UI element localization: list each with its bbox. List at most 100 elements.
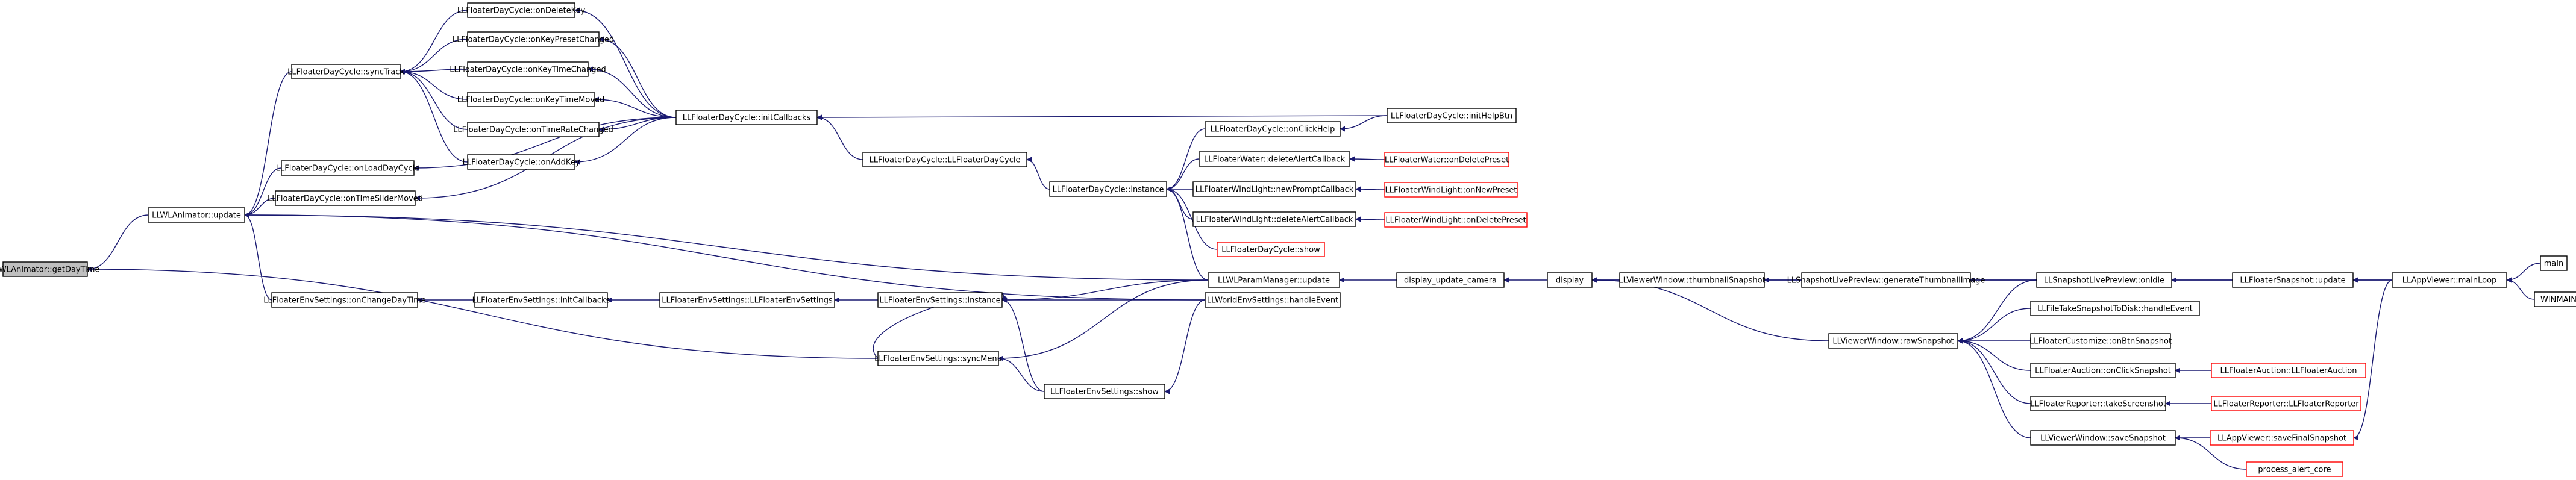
graph-node-n20[interactable]: LLFloaterDayCycle::onClickHelp xyxy=(1205,121,1341,137)
graph-node-n2[interactable]: LLFloaterEnvSettings::syncMenu xyxy=(874,351,1002,366)
call-edge-n48-n47 xyxy=(2506,263,2541,283)
call-edge-n29-n22 xyxy=(1355,186,1385,192)
node-label: LLAppViewer::saveFinalSnapshot xyxy=(2217,434,2346,443)
graph-node-n32[interactable]: display xyxy=(1547,272,1593,288)
graph-node-n44[interactable]: LLFloaterReporter::LLFloaterReporter xyxy=(2211,396,2361,411)
call-edge-n25-n17 xyxy=(1001,279,1209,303)
graph-node-n49[interactable]: WINMAIN xyxy=(2534,291,2576,307)
node-box xyxy=(1396,272,1505,288)
graph-node-n24[interactable]: LLFloaterDayCycle::show xyxy=(1217,242,1325,257)
graph-node-n27[interactable]: LLFloaterDayCycle::initHelpBtn xyxy=(1387,108,1517,123)
node-label: main xyxy=(2544,260,2563,269)
graph-node-n37[interactable]: LLFileTakeSnapshotToDisk::handleEvent xyxy=(2030,301,2200,316)
graph-node-n14[interactable]: LLFloaterEnvSettings::LLFloaterEnvSettin… xyxy=(659,292,835,308)
call-edge-n39-n34 xyxy=(1957,338,2031,371)
graph-node-n46[interactable]: process_alert_core xyxy=(2246,461,2343,477)
graph-node-n16[interactable]: LLFloaterDayCycle::LLFloaterDayCycle xyxy=(862,152,1027,167)
graph-node-n13[interactable]: LLFloaterEnvSettings::initCallbacks xyxy=(472,292,610,308)
call-edge-n20-n18 xyxy=(1166,128,1206,192)
node-box xyxy=(2030,363,2176,378)
node-label: LLFloaterDayCycle::onKeyTimeMoved xyxy=(457,96,605,105)
node-box xyxy=(1387,108,1517,123)
graph-node-n42[interactable]: LLFloaterSnapshot::update xyxy=(2232,272,2354,288)
graph-node-n40[interactable]: LLFloaterReporter::takeScreenshot xyxy=(2030,396,2166,411)
call-edge-n26-n1 xyxy=(244,212,1206,301)
node-label: LLWLAnimator::getDayTime xyxy=(0,266,99,275)
graph-node-n33[interactable]: LLViewerWindow::thumbnailSnapshot xyxy=(1619,272,1766,288)
call-edge-n8-n3 xyxy=(400,39,468,75)
graph-node-n30[interactable]: LLFloaterWindLight::onDeletePreset xyxy=(1384,212,1528,228)
call-edge-n15-n8 xyxy=(598,36,677,118)
node-label: LLFloaterDayCycle::onLoadDayCycle xyxy=(276,164,419,173)
node-label: LLViewerWindow::saveSnapshot xyxy=(2040,434,2166,443)
call-edge-n15-n9 xyxy=(588,66,677,118)
graph-node-n47[interactable]: LLAppViewer::mainLoop xyxy=(2392,272,2507,288)
node-label: LLFloaterAuction::onClickSnapshot xyxy=(2035,367,2171,376)
node-box xyxy=(2211,396,2361,411)
node-label: LLFloaterDayCycle::initCallbacks xyxy=(683,114,811,123)
graph-node-n9[interactable]: LLFloaterDayCycle::onKeyTimeChanged xyxy=(450,61,606,77)
graph-node-n21[interactable]: LLFloaterWater::deleteAlertCallback xyxy=(1199,151,1350,167)
graph-node-n10[interactable]: LLFloaterDayCycle::onKeyTimeMoved xyxy=(457,92,605,107)
graph-node-n3[interactable]: LLFloaterDayCycle::syncTrack xyxy=(287,64,404,79)
graph-node-n43[interactable]: LLFloaterAuction::LLFloaterAuction xyxy=(2211,363,2366,378)
call-edge-n41-n34 xyxy=(1957,338,2031,438)
graph-node-n17[interactable]: LLFloaterEnvSettings::instance xyxy=(877,292,1003,308)
graph-node-n22[interactable]: LLFloaterWindLight::newPromptCallback xyxy=(1192,181,1356,197)
graph-node-n45[interactable]: LLAppViewer::saveFinalSnapshot xyxy=(2210,430,2354,446)
graph-node-n19[interactable]: LLFloaterEnvSettings::show xyxy=(1044,384,1165,399)
graph-node-n36[interactable]: LLSnapshotLivePreview::onIdle xyxy=(2036,272,2172,288)
graph-node-n26[interactable]: LLWorldEnvSettings::handleEvent xyxy=(1205,292,1341,308)
node-box xyxy=(2392,272,2507,288)
call-edge-n23-n18 xyxy=(1166,186,1194,220)
graph-node-n35[interactable]: LLSnapshotLivePreview::generateThumbnail… xyxy=(1787,272,1985,288)
graph-node-n48[interactable]: main xyxy=(2540,255,2568,271)
graph-node-n5[interactable]: LLFloaterDayCycle::onTimeSliderMoved xyxy=(268,190,423,206)
graph-node-n4[interactable]: LLFloaterDayCycle::onLoadDayCycle xyxy=(276,160,419,176)
graph-node-n39[interactable]: LLFloaterAuction::onClickSnapshot xyxy=(2030,363,2176,378)
graph-node-n38[interactable]: LLFloaterCustomize::onBtnSnapshot xyxy=(2029,333,2172,349)
node-box xyxy=(2030,430,2176,446)
call-edge-n15-n11 xyxy=(598,117,677,132)
node-box xyxy=(467,61,589,77)
node-box xyxy=(1044,384,1165,399)
graph-node-n1[interactable]: LLWLAnimator::update xyxy=(148,207,245,223)
node-label: process_alert_core xyxy=(2258,466,2331,475)
node-label: LLFloaterWater::onDeletePreset xyxy=(1385,156,1509,165)
call-edge-n49-n47 xyxy=(2506,277,2535,300)
graph-node-n29[interactable]: LLFloaterWindLight::onNewPreset xyxy=(1384,182,1518,198)
node-label: LLFloaterDayCycle::syncTrack xyxy=(287,68,404,77)
graph-node-n12[interactable]: LLFloaterDayCycle::onAddKey xyxy=(463,154,580,170)
node-box xyxy=(467,2,575,18)
node-box xyxy=(1801,272,1971,288)
graph-node-n25[interactable]: LLWLParamManager::update xyxy=(1208,272,1340,288)
node-box xyxy=(2030,301,2200,316)
graph-node-n31[interactable]: display_update_camera xyxy=(1396,272,1505,288)
graph-node-n23[interactable]: LLFloaterWindLight::deleteAlertCallback xyxy=(1192,211,1356,227)
node-box xyxy=(1205,121,1341,137)
node-label: LLFloaterEnvSettings::show xyxy=(1050,388,1159,397)
node-box xyxy=(467,31,600,47)
call-edge-n9-n3 xyxy=(400,69,468,75)
graph-node-n18[interactable]: LLFloaterDayCycle::instance xyxy=(1049,181,1167,197)
node-label: LLFloaterDayCycle::onAddKey xyxy=(463,158,580,167)
graph-node-n7[interactable]: LLFloaterDayCycle::onDeleteKey xyxy=(457,2,586,18)
node-label: LLFloaterAuction::LLFloaterAuction xyxy=(2220,367,2357,376)
node-box xyxy=(1192,211,1356,227)
node-box xyxy=(2534,291,2576,307)
node-box xyxy=(467,122,600,137)
node-box xyxy=(1199,151,1350,167)
graph-node-n6[interactable]: LLFloaterEnvSettings::onChangeDayTime xyxy=(263,292,426,308)
call-edge-n27-n20 xyxy=(1340,115,1388,132)
graph-node-n15[interactable]: LLFloaterDayCycle::initCallbacks xyxy=(675,110,818,125)
call-edge-n34-n32 xyxy=(1591,277,1829,341)
graph-node-n11[interactable]: LLFloaterDayCycle::onTimeRateChanged xyxy=(453,122,613,137)
graph-node-n8[interactable]: LLFloaterDayCycle::onKeyPresetChanged xyxy=(453,31,614,47)
call-edge-n19-n2 xyxy=(998,355,1045,392)
node-box xyxy=(659,292,835,308)
node-label: LLFileTakeSnapshotToDisk::handleEvent xyxy=(2037,305,2193,314)
graph-node-n41[interactable]: LLViewerWindow::saveSnapshot xyxy=(2030,430,2176,446)
graph-node-n28[interactable]: LLFloaterWater::onDeletePreset xyxy=(1384,152,1509,167)
node-label: LLFloaterDayCycle::onDeleteKey xyxy=(457,7,586,16)
graph-node-n34[interactable]: LLViewerWindow::rawSnapshot xyxy=(1828,333,1958,349)
